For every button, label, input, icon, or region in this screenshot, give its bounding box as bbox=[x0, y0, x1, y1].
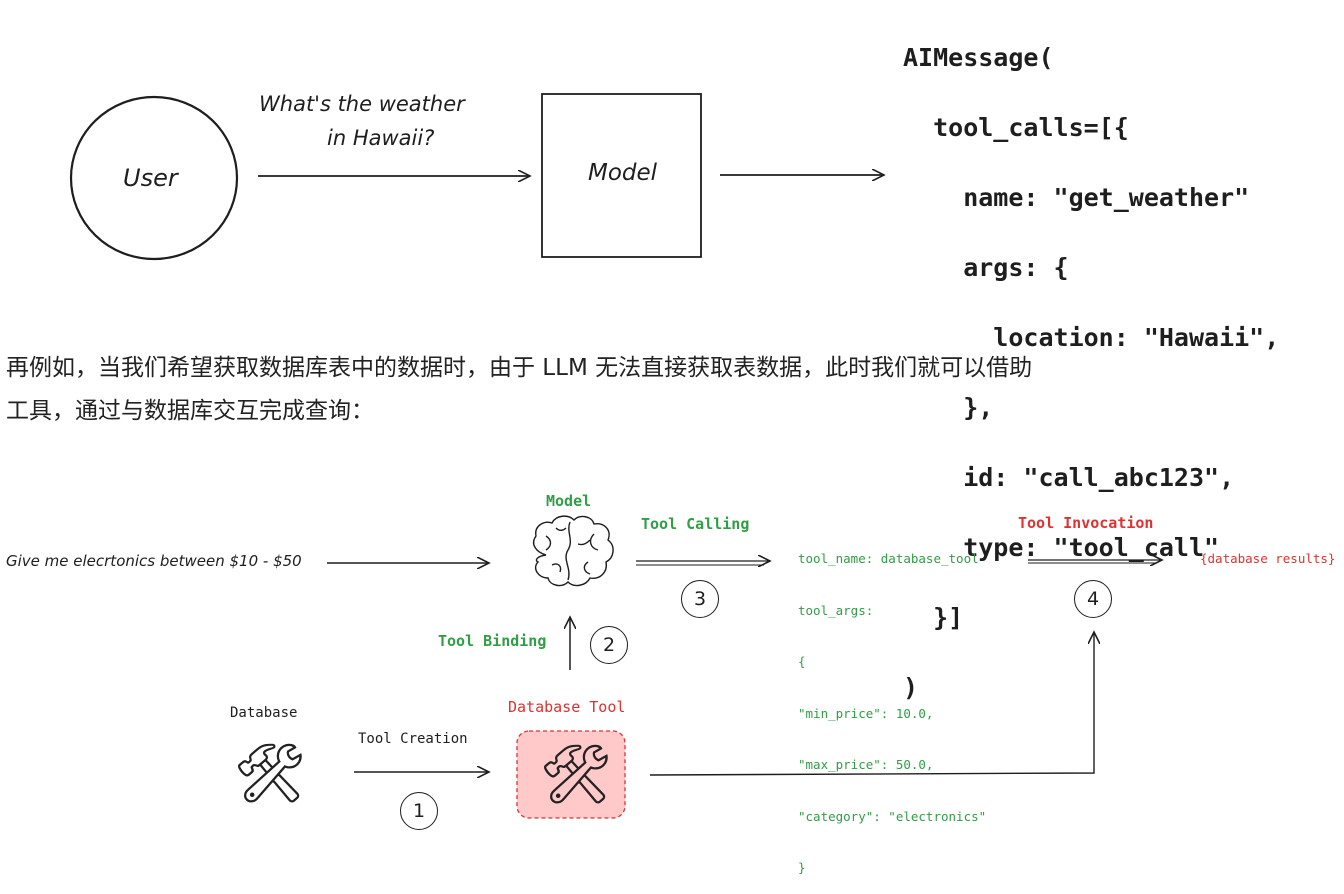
code-line: ) bbox=[903, 673, 919, 702]
model-box bbox=[541, 93, 702, 258]
user-label: User bbox=[123, 164, 178, 192]
model-label: Model bbox=[588, 160, 658, 186]
hammer-and-wrench-icon: 🛠 bbox=[233, 739, 307, 807]
payload-line: { bbox=[798, 654, 806, 669]
step-4-badge: 4 bbox=[1074, 580, 1112, 618]
tool-invocation-label: Tool Invocation bbox=[1018, 514, 1154, 532]
database-results-label: {database results} bbox=[1200, 551, 1336, 566]
code-line: id: "call_abc123", bbox=[903, 463, 1235, 492]
ai-message-code-block: AIMessage( tool_calls=[{ name: "get_weat… bbox=[903, 4, 1279, 723]
payload-line: tool_name: database_tool bbox=[798, 551, 979, 566]
payload-line: "min_price": 10.0, bbox=[798, 705, 934, 721]
code-line: type: "tool_call" bbox=[903, 533, 1220, 562]
user-circle bbox=[69, 95, 239, 261]
brain-icon bbox=[532, 515, 614, 587]
hammer-and-wrench-icon: 🛠 bbox=[539, 740, 613, 808]
code-line: AIMessage( bbox=[903, 43, 1054, 72]
paragraph-line-1: 再例如，当我们希望获取数据库表中的数据时，由于 LLM 无法直接获取表数据，此时… bbox=[6, 355, 1033, 381]
tool-to-invocation-connector bbox=[649, 632, 1094, 776]
step-1-badge: 1 bbox=[400, 792, 438, 830]
question-line-1: What's the weather bbox=[259, 92, 465, 116]
step-2-badge: 2 bbox=[590, 626, 628, 664]
diagram-canvas bbox=[69, 93, 1344, 819]
payload-line: "category": "electronics" bbox=[798, 808, 987, 824]
paragraph-line-2: 工具，通过与数据库交互完成查询： bbox=[6, 398, 374, 424]
code-line: args: { bbox=[903, 253, 1069, 282]
tool-creation-label: Tool Creation bbox=[358, 731, 468, 747]
step-3-badge: 3 bbox=[681, 580, 719, 618]
payload-line: "max_price": 50.0, bbox=[798, 757, 934, 772]
tool-call-payload: tool_name: database_tool tool_args: { "m… bbox=[798, 514, 986, 894]
payload-line: tool_args: bbox=[798, 602, 874, 618]
database-label: Database bbox=[230, 705, 298, 721]
code-line: }] bbox=[903, 603, 964, 632]
code-line: name: "get_weather" bbox=[903, 183, 1250, 212]
question-line-2: in Hawaii? bbox=[327, 126, 435, 150]
code-line: }, bbox=[903, 393, 994, 422]
code-line: tool_calls=[{ bbox=[903, 113, 1129, 142]
tool-calling-label: Tool Calling bbox=[641, 515, 750, 533]
prompt-text: Give me elecrtonics between $10 - $50 bbox=[6, 552, 302, 570]
database-tool-box bbox=[516, 730, 626, 819]
model-title: Model bbox=[546, 492, 592, 510]
payload-line: } bbox=[798, 860, 806, 875]
database-tool-label: Database Tool bbox=[508, 698, 626, 716]
tool-binding-label: Tool Binding bbox=[438, 632, 547, 650]
code-line: location: "Hawaii", bbox=[903, 323, 1280, 352]
